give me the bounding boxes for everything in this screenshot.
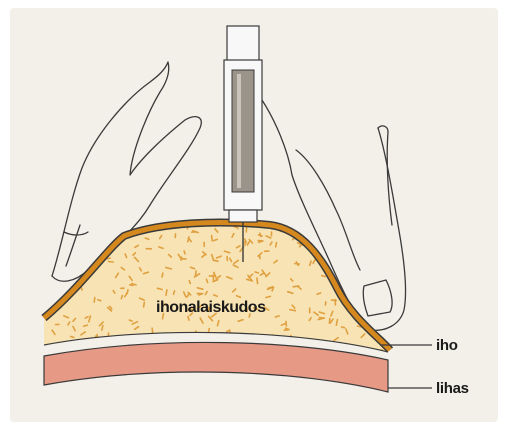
fat-speckle (255, 272, 258, 273)
fat-speckle (206, 279, 207, 282)
label-subcutaneous-tissue: ihonalaiskudos (156, 299, 266, 316)
fat-speckle (275, 316, 279, 317)
fat-speckle (71, 337, 74, 338)
fat-speckle (266, 296, 271, 297)
fat-speckle (109, 262, 114, 263)
fat-speckle (184, 251, 185, 254)
fat-speckle (121, 296, 122, 299)
fat-speckle (189, 281, 190, 284)
label-skin: iho (436, 337, 458, 354)
pen-tip (229, 210, 257, 222)
fat-speckle (276, 243, 277, 247)
fat-speckle (102, 326, 103, 331)
fat-speckle (98, 300, 101, 301)
fat-speckle (212, 236, 213, 241)
fat-speckle (257, 278, 258, 284)
fat-speckle (144, 303, 145, 307)
fat-speckle (130, 285, 133, 286)
fat-speckle (152, 328, 153, 333)
fat-speckle (174, 291, 175, 294)
fat-speckle (84, 325, 88, 326)
fat-speckle (166, 290, 167, 295)
fat-speckle (342, 327, 345, 328)
pen-cartridge-highlight (237, 74, 241, 188)
fat-speckle (188, 317, 189, 321)
pen-cap (227, 26, 259, 62)
fat-speckle (145, 238, 148, 239)
fat-speckle (214, 239, 218, 240)
fat-speckle (94, 298, 95, 303)
pen-cartridge-window (232, 70, 254, 192)
fat-speckle (258, 235, 262, 236)
fat-speckle (213, 275, 214, 281)
fat-speckle (290, 310, 296, 311)
fat-speckle (293, 286, 299, 287)
fat-speckle (319, 318, 324, 319)
label-muscle: lihas (436, 380, 469, 397)
fat-speckle (322, 276, 326, 277)
fat-speckle (162, 273, 163, 277)
fat-speckle (213, 260, 218, 261)
fat-speckle (129, 320, 132, 321)
fat-speckle (181, 257, 182, 260)
